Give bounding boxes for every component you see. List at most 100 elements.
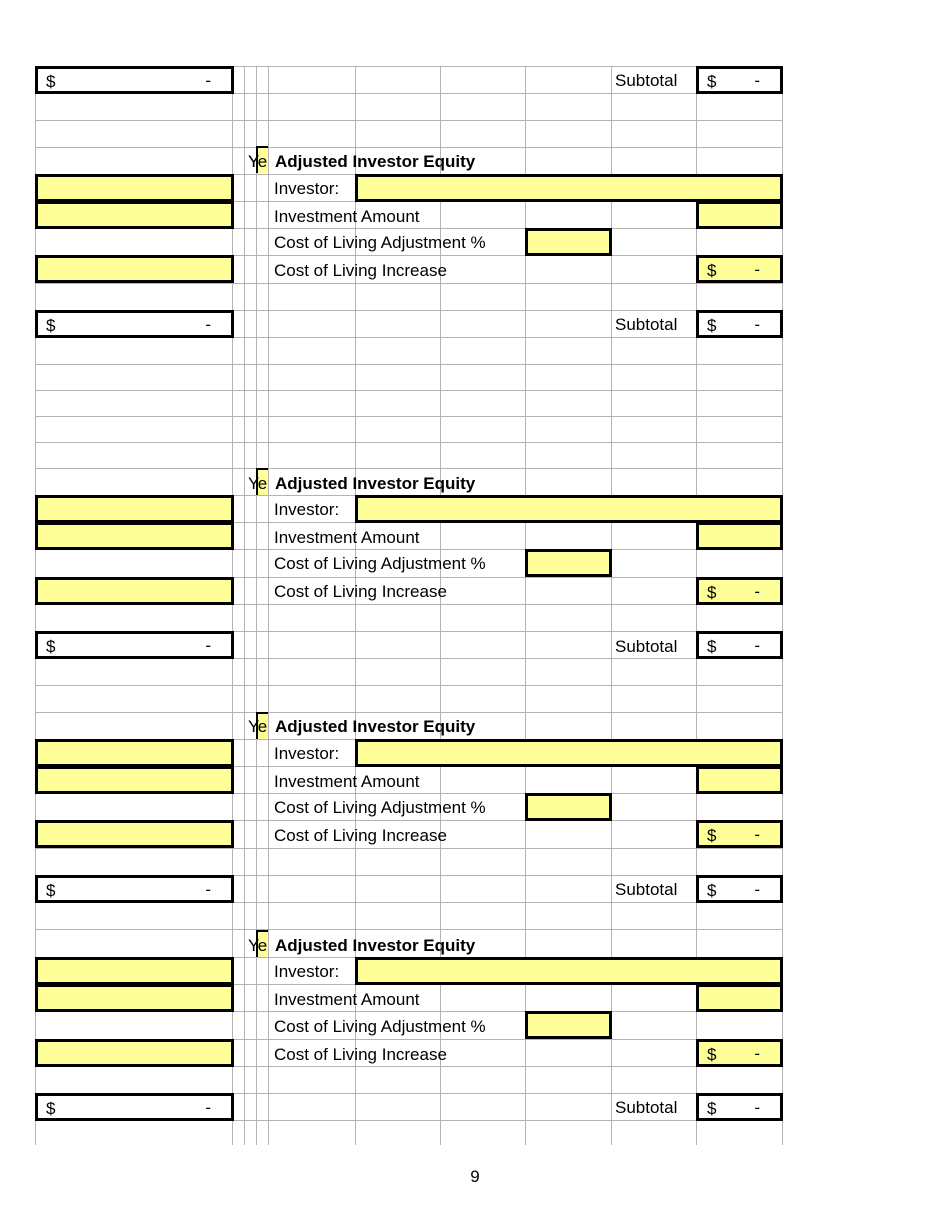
currency-symbol: $ <box>707 826 717 845</box>
cola-input[interactable] <box>525 1011 612 1039</box>
grid-row-line <box>35 1120 782 1121</box>
cola-label: Cost of Living Adjustment % <box>274 1017 486 1036</box>
investor-label: Investor: <box>274 500 340 519</box>
year-input-cell[interactable] <box>256 146 268 173</box>
subtotal-cell[interactable]: $ - <box>696 310 783 338</box>
year-marker-text: Ye <box>248 152 268 171</box>
grid-row-line <box>35 875 782 876</box>
subtotal-cell[interactable]: $ - <box>696 1093 783 1121</box>
subtotal-label: Subtotal <box>615 1098 678 1117</box>
grid-row-line <box>35 442 782 443</box>
subtotal-cell[interactable]: $ - <box>696 66 783 94</box>
left-investment-input[interactable] <box>35 201 234 229</box>
amount-value: - <box>754 582 760 601</box>
investment-amount-label: Investment Amount <box>274 772 420 791</box>
grid-row-line <box>35 93 782 94</box>
amount-value: - <box>754 880 760 899</box>
cola-input[interactable] <box>525 793 612 821</box>
grid-row-line <box>35 1011 782 1012</box>
left-investor-input[interactable] <box>35 739 234 767</box>
grid-row-line <box>35 604 782 605</box>
grid-row-line <box>35 929 782 930</box>
grid-row-line <box>35 228 782 229</box>
grid-row-line <box>35 283 782 284</box>
year-input-cell[interactable] <box>256 468 268 495</box>
left-investment-input[interactable] <box>35 766 234 794</box>
currency-symbol: $ <box>46 72 56 91</box>
investor-input[interactable] <box>355 957 783 985</box>
currency-symbol: $ <box>707 1045 717 1064</box>
left-investment-input[interactable] <box>35 984 234 1012</box>
left-increase-input[interactable] <box>35 255 234 283</box>
currency-symbol: $ <box>46 881 56 900</box>
grid-column-line <box>696 66 697 1145</box>
investor-input[interactable] <box>355 495 783 523</box>
increase-cell[interactable]: $ - <box>696 255 783 283</box>
increase-cell[interactable]: $ - <box>696 820 783 848</box>
currency-symbol: $ <box>707 583 717 602</box>
grid-row-line <box>35 1039 782 1040</box>
increase-label: Cost of Living Increase <box>274 1045 447 1064</box>
left-investor-input[interactable] <box>35 957 234 985</box>
currency-symbol: $ <box>707 316 717 335</box>
grid-column-line <box>611 66 612 1145</box>
cola-label: Cost of Living Adjustment % <box>274 233 486 252</box>
currency-symbol: $ <box>707 881 717 900</box>
investor-label: Investor: <box>274 179 340 198</box>
year-input-cell[interactable] <box>256 712 268 739</box>
grid-row-line <box>35 255 782 256</box>
subtotal-cell[interactable]: $ - <box>696 631 783 659</box>
amount-value: - <box>205 1098 211 1117</box>
grid-column-line <box>232 66 233 1145</box>
left-total-cell[interactable]: $ - <box>35 631 234 659</box>
left-increase-input[interactable] <box>35 577 234 605</box>
subtotal-label: Subtotal <box>615 880 678 899</box>
increase-cell[interactable]: $ - <box>696 577 783 605</box>
grid-row-line <box>35 337 782 338</box>
cola-input[interactable] <box>525 549 612 577</box>
year-input-cell[interactable] <box>256 930 268 957</box>
amount-value: - <box>754 636 760 655</box>
investor-input[interactable] <box>355 174 783 202</box>
currency-symbol: $ <box>707 1099 717 1118</box>
grid-row-line <box>35 147 782 148</box>
grid-column-line <box>440 66 441 1145</box>
grid-row-line <box>35 902 782 903</box>
cola-input[interactable] <box>525 228 612 256</box>
investment-amount-input[interactable] <box>696 984 783 1012</box>
year-marker-text: Ye <box>248 717 268 736</box>
left-increase-input[interactable] <box>35 820 234 848</box>
left-total-cell[interactable]: $ - <box>35 875 234 903</box>
left-investor-input[interactable] <box>35 174 234 202</box>
amount-value: - <box>205 71 211 90</box>
increase-cell[interactable]: $ - <box>696 1039 783 1067</box>
investor-label: Investor: <box>274 744 340 763</box>
left-total-cell[interactable]: $ - <box>35 310 234 338</box>
investment-amount-input[interactable] <box>696 522 783 550</box>
subtotal-label: Subtotal <box>615 71 678 90</box>
grid-row-line <box>35 120 782 121</box>
grid-row-line <box>35 820 782 821</box>
grid-row-line <box>35 1066 782 1067</box>
left-investment-input[interactable] <box>35 522 234 550</box>
grid-row-line <box>35 712 782 713</box>
section-heading: Adjusted Investor Equity <box>275 717 476 736</box>
grid-row-line <box>35 549 782 550</box>
investment-amount-input[interactable] <box>696 766 783 794</box>
amount-value: - <box>754 1098 760 1117</box>
left-total-cell[interactable]: $ - <box>35 66 234 94</box>
amount-value: - <box>754 825 760 844</box>
grid-row-line <box>35 577 782 578</box>
left-increase-input[interactable] <box>35 1039 234 1067</box>
left-investor-input[interactable] <box>35 495 234 523</box>
investor-input[interactable] <box>355 739 783 767</box>
left-total-cell[interactable]: $ - <box>35 1093 234 1121</box>
amount-value: - <box>205 880 211 899</box>
subtotal-cell[interactable]: $ - <box>696 875 783 903</box>
investment-amount-input[interactable] <box>696 201 783 229</box>
cola-label: Cost of Living Adjustment % <box>274 554 486 573</box>
currency-symbol: $ <box>707 72 717 91</box>
grid-column-line <box>525 66 526 1145</box>
investment-amount-label: Investment Amount <box>274 207 420 226</box>
